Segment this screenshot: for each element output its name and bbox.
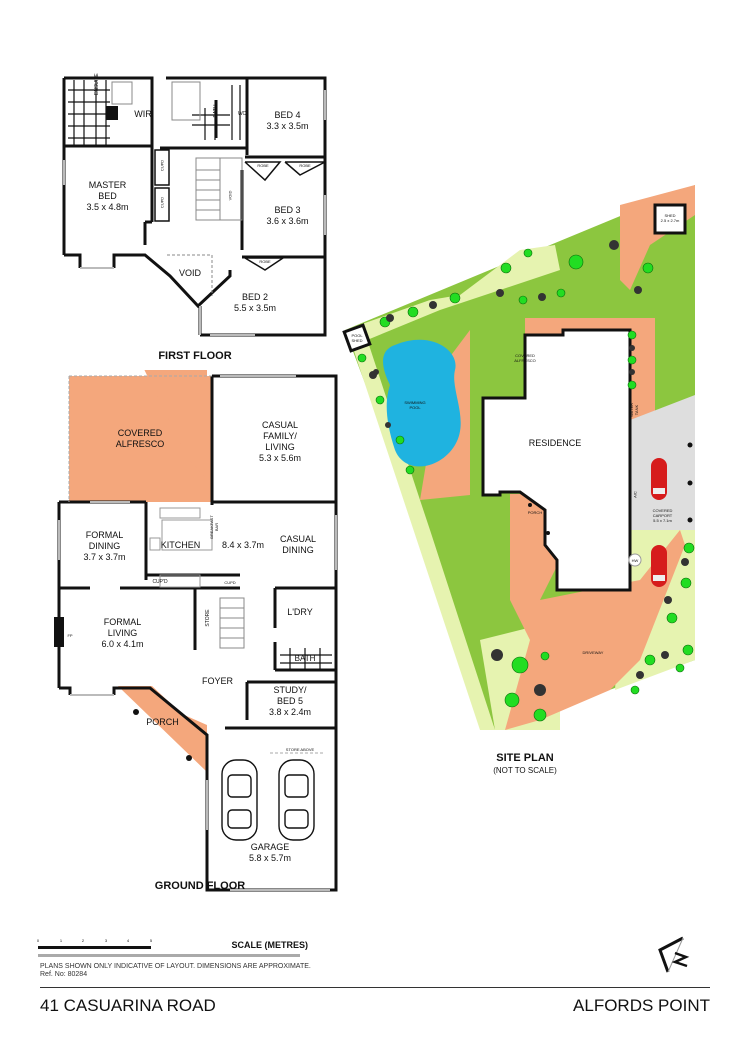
shrub-icons — [369, 240, 689, 696]
site-driveway-label: DRIVEWAY — [582, 650, 604, 655]
scale-tick-1: 1 — [59, 938, 63, 943]
room-formal-living: FORMAL LIVING 6.0 x 4.1m — [101, 617, 144, 649]
site-hw-label: HW — [631, 558, 639, 563]
robe-bed4: ROBE — [299, 163, 311, 168]
footer-divider — [40, 987, 710, 988]
disclaimer: PLANS SHOWN ONLY INDICATIVE OF LAYOUT. D… — [40, 963, 311, 970]
store-above: STORE ABOVE — [285, 747, 315, 752]
room-laundry: L'DRY — [287, 607, 313, 617]
room-wc: WC — [237, 111, 247, 117]
garage-car-icons — [221, 759, 315, 841]
scale-tick-2: 2 — [81, 938, 85, 943]
site-shed-label: SHED 2.5 x 2.7m — [660, 213, 680, 223]
ground-floor-walls — [54, 370, 338, 892]
room-casual-family: CASUAL FAMILY/ LIVING 5.3 x 5.6m — [258, 420, 302, 463]
site-pool-label: SWIMMING POOL — [404, 400, 426, 410]
room-bed4: BED 4 3.3 x 3.5m — [266, 110, 309, 131]
room-kitchen: KITCHEN — [160, 540, 201, 550]
robe-bed2: ROBE — [259, 259, 271, 264]
scale-bar: 0 1 2 3 4 5 SCALE (METRES) — [36, 938, 309, 958]
room-master-bed: MASTER BED 3.5 x 4.8m — [86, 180, 129, 212]
robe-bed3: ROBE — [257, 163, 269, 168]
footer-address: 41 CASUARINA ROAD — [40, 996, 216, 1015]
carport-car-icons — [651, 458, 667, 587]
scale-tick-5: 5 — [149, 938, 153, 943]
cupd-small: CUPD — [224, 580, 236, 585]
room-formal-dining: FORMAL DINING 3.7 x 3.7m — [83, 530, 126, 562]
room-bath-ground: BATH — [294, 654, 316, 663]
room-void: VOID — [178, 268, 201, 278]
room-bed2: BED 2 5.5 x 3.5m — [233, 292, 277, 313]
site-residence-label: RESIDENCE — [528, 438, 582, 448]
plant-icons — [357, 248, 695, 722]
reference-number: Ref. No: 80284 — [40, 971, 88, 978]
first-floor-plan: ENSUITE WIR BATH WC BED 4 3.3 x 3.5m MAS… — [0, 0, 750, 370]
room-wir: WIR — [134, 109, 152, 119]
scale-tick-3: 3 — [104, 938, 108, 943]
site-plan-drawing — [342, 185, 695, 730]
first-floor-walls — [62, 76, 327, 337]
ground-floor-title: GROUND FLOOR — [154, 880, 246, 892]
site-alfresco-label: COVERED ALFRESCO — [514, 353, 536, 363]
site-ac-label: A/C — [632, 491, 638, 498]
room-foyer: FOYER — [201, 676, 233, 686]
kitchen-dimensions: 8.4 x 3.7m — [221, 540, 265, 550]
site-plan: SHED 2.5 x 2.7m POOL SHED SWIMMING POOL … — [342, 185, 695, 775]
footer-suburb: ALFORDS POINT — [573, 996, 710, 1015]
site-carport-label: COVERED CARPORT 5.5 x 7.1m — [652, 508, 673, 523]
site-porch-label: PORCH — [527, 510, 543, 515]
room-study: STUDY/ BED 5 3.8 x 2.4m — [268, 685, 312, 717]
ground-floor-plan: COVERED ALFRESCO CASUAL FAMILY/ LIVING 5… — [0, 370, 350, 900]
site-pool-shed-label: POOL SHED — [351, 333, 363, 343]
site-plan-subtitle: (NOT TO SCALE) — [493, 766, 557, 775]
scale-bar-line — [38, 946, 151, 949]
site-water-tank-label: WATER TANK — [629, 403, 639, 417]
scale-tick-4: 4 — [126, 938, 130, 943]
room-garage: GARAGE 5.8 x 5.7m — [248, 842, 292, 863]
room-covered-alfresco: COVERED ALFRESCO — [115, 428, 165, 449]
room-casual-dining: CASUAL DINING — [279, 534, 316, 555]
cupd-kitchen: CUP'D — [152, 579, 168, 585]
room-bed3: BED 3 3.6 x 3.6m — [266, 205, 309, 226]
room-porch: PORCH — [146, 717, 179, 727]
scale-tick-0: 0 — [36, 938, 40, 943]
first-floor-title: FIRST FLOOR — [158, 350, 232, 362]
scale-divider — [38, 954, 300, 957]
site-plan-title: SITE PLAN — [496, 752, 554, 764]
fireplace: FP — [67, 633, 73, 638]
scale-label: SCALE (METRES) — [231, 940, 309, 950]
